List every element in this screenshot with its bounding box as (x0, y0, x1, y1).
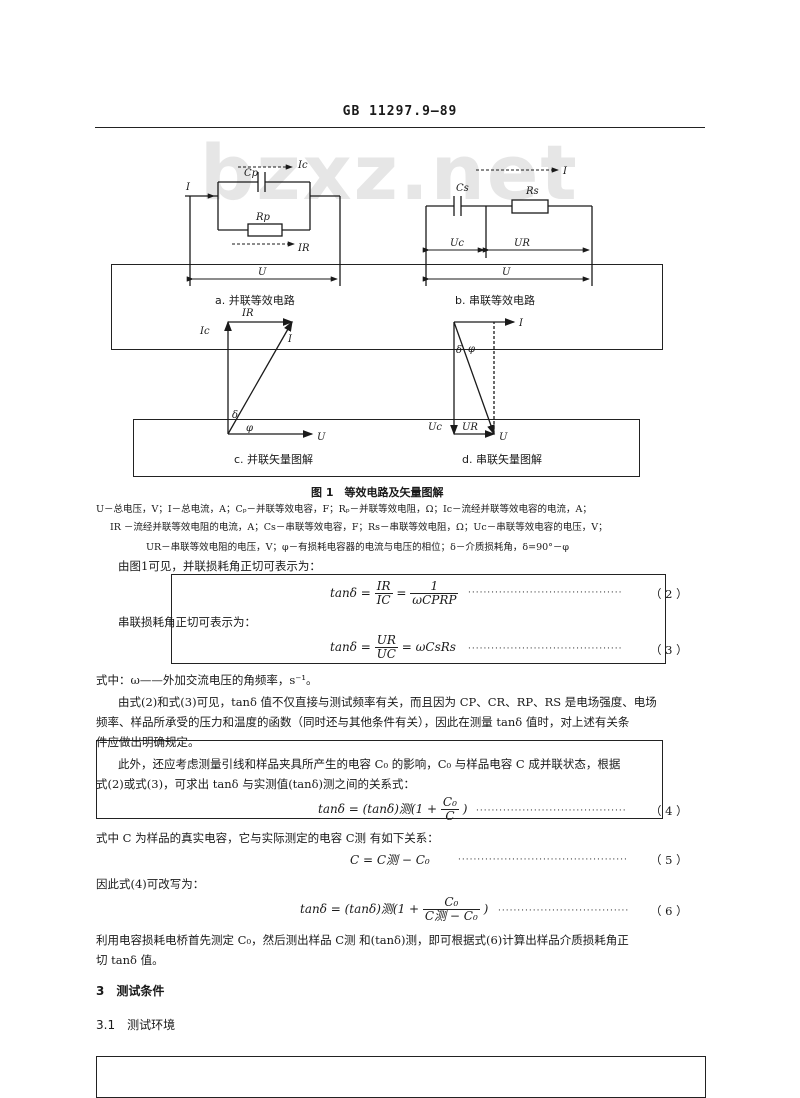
figure-note-2: IR －流经并联等效电阻的电流，A；Cs－串联等效电容，F；Rs－串联等效电阻，… (110, 522, 608, 533)
label-uc-b: Uc (450, 238, 464, 249)
label-ir-a: IR (297, 243, 310, 254)
eq4-lhs: tanδ = (tanδ)测(1 + (318, 802, 438, 816)
watermark: bzxz.net (200, 128, 579, 217)
section-3-heading: 3 测试条件 (96, 984, 165, 998)
label-rs: Rs (525, 186, 539, 197)
paragraph-8-line-2: 切 tanδ 值。 (96, 953, 164, 967)
label-delta-c: δ (232, 410, 238, 421)
paragraph-5-line-2: 式(2)或式(3)，可求出 tanδ 与实测值(tanδ)测之间的关系式： (96, 777, 415, 791)
paragraph-5-line-1: 此外，还应考虑测量引线和样品夹具所产生的电容 C₀ 的影响，C₀ 与样品电容 C… (118, 757, 621, 771)
paragraph-6: 式中 C 为样品的真实电容，它与实际测定的电容 C测 有如下关系： (96, 831, 439, 845)
figure-note-3: UR－串联等效电阻的电压，V；φ－有损耗电容器的电流与电压的相位；δ－介质损耗角… (146, 542, 570, 553)
label-u-d: U (499, 432, 508, 443)
eq6-close: ) (483, 902, 489, 916)
header-rule (95, 127, 705, 128)
overlay-box-2 (133, 419, 640, 477)
label-i-d: I (518, 318, 524, 329)
eq6-dots: ·································· (498, 906, 630, 916)
caption-d: d. 串联矢量图解 (462, 453, 542, 466)
label-ur-b: UR (514, 238, 530, 249)
paragraph-8-line-1: 利用电容损耗电桥首先测定 C₀，然后测出样品 C测 和(tanδ)测，即可根据式… (96, 933, 629, 947)
label-phi-d: φ (468, 344, 475, 355)
label-ic-a: Ic (297, 160, 308, 171)
figure-caption: 图 1 等效电路及矢量图解 (311, 486, 444, 499)
label-i-b: I (562, 166, 568, 177)
paragraph-1: 由图1可见，并联损耗角正切可表示为： (118, 559, 321, 573)
label-cp: Cp (244, 168, 259, 179)
section-3-1-heading: 3.1 测试环境 (96, 1018, 176, 1032)
eq4-close: ) (462, 802, 468, 816)
eq4-dots: ······································· (476, 806, 627, 816)
label-rp: Rp (255, 212, 271, 223)
label-cs: Cs (456, 183, 469, 194)
eq3-dots: ········································ (468, 644, 623, 654)
eq5-number: （ 5 ） (650, 853, 688, 867)
caption-b: b. 串联等效电路 (455, 294, 535, 307)
overlay-box-3 (171, 574, 666, 664)
eq3-lhs: tanδ = (330, 640, 371, 654)
caption-a: a. 并联等效电路 (215, 294, 295, 307)
label-i-c: I (287, 334, 293, 345)
eq2-dots: ········································ (468, 588, 623, 598)
standard-code-header: GB 11297.9—89 (342, 104, 458, 119)
paragraph-7: 因此式(4)可改写为： (96, 877, 205, 891)
caption-c: c. 并联矢量图解 (234, 453, 314, 466)
eq4-number: （ 4 ） (650, 804, 688, 818)
paragraph-4-line-2: 频率、样品所承受的压力和温度的函数（同时还与其他条件有关），因此在测量 tanδ… (96, 715, 630, 729)
eq3-number: （ 3 ） (650, 643, 688, 657)
paragraph-4-line-1: 由式(2)和式(3)可见，tanδ 值不仅直接与测试频率有关，而且因为 CP、C… (118, 695, 657, 709)
eq6-lhs: tanδ = (tanδ)测(1 + (300, 902, 420, 916)
label-u-b: U (502, 267, 511, 278)
eq2-number: （ 2 ） (650, 587, 688, 601)
label-delta-d: δ (456, 345, 462, 356)
eq5-dots: ········································… (458, 855, 628, 865)
label-ur-d: UR (462, 422, 478, 433)
label-uc-d: Uc (428, 422, 442, 433)
eq3-rhs: = ωCsRs (401, 640, 456, 654)
paragraph-3: 式中：ω——外加交流电压的角频率，s⁻¹。 (96, 673, 318, 687)
label-phi-c: φ (246, 423, 253, 434)
label-u-a: U (258, 267, 267, 278)
label-ic-c: Ic (199, 326, 210, 337)
label-u-c: U (317, 432, 326, 443)
equation-5: C = C测 − C₀ (350, 853, 430, 867)
label-ir-c: IR (241, 308, 254, 319)
eq2-lhs: tanδ = (330, 586, 371, 600)
eq2-mid: = (396, 586, 407, 600)
eq6-number: （ 6 ） (650, 904, 688, 918)
overlay-box-1 (111, 264, 663, 350)
label-i-a: I (185, 182, 191, 193)
overlay-box-4 (96, 740, 663, 819)
paragraph-4-line-3: 件应做出明确规定。 (96, 735, 200, 749)
paragraph-2: 串联损耗角正切可表示为： (118, 615, 256, 629)
figure-note-1: U－总电压，V；I－总电流，A；Cₚ－并联等效电容，F；Rₚ－并联等效电阻，Ω；… (96, 504, 592, 515)
